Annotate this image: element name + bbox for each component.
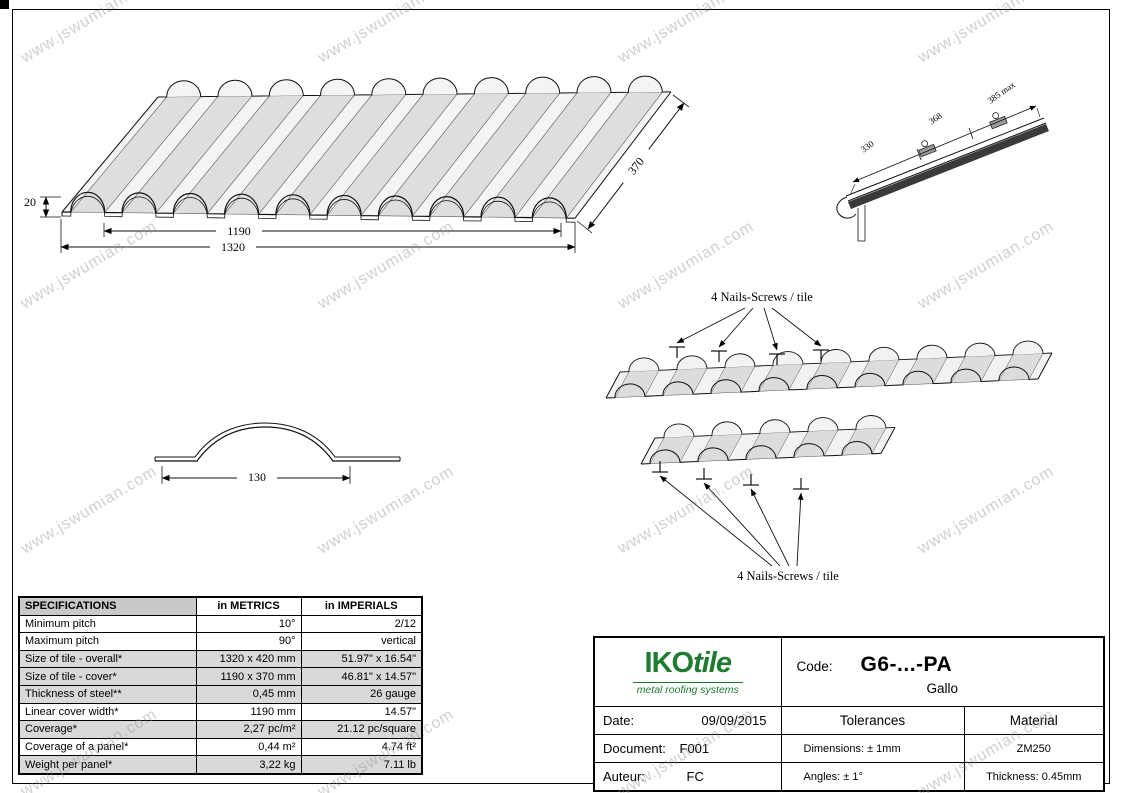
- author-cell: Auteur: FC: [593, 762, 782, 792]
- tile-profile-section-drawing: [154, 422, 401, 484]
- spec-label: Size of tile - overall*: [18, 649, 197, 669]
- spec-label: Weight per panel*: [18, 755, 197, 775]
- table-row: Maximum pitch 90° vertical: [18, 632, 423, 651]
- spec-label: Minimum pitch: [18, 614, 197, 634]
- code-cell: Code: G6-...-PA Gallo: [780, 636, 1105, 707]
- logo-tagline: metal roofing systems: [632, 681, 743, 696]
- dim-profile-width-label: 130: [248, 470, 266, 484]
- spec-col-imperials: in IMPERIALS: [300, 596, 423, 616]
- date-label: Date:: [603, 713, 635, 728]
- spec-label: Size of tile - cover*: [18, 667, 197, 686]
- spec-metric-value: 0,44 m²: [195, 737, 302, 757]
- spec-imperial-value: 21.12 pc/square: [300, 720, 423, 739]
- dim-panel-height-label: 20: [24, 195, 36, 209]
- spec-imperial-value: 14.57": [300, 702, 423, 722]
- tile-panel-isometric-drawing: [61, 75, 672, 223]
- spec-label: Maximum pitch: [18, 632, 197, 651]
- spec-imperial-value: 51.97" x 16.54": [300, 649, 423, 669]
- panel-dimension-lines: [40, 94, 690, 253]
- spec-label: Coverage of a panel*: [18, 737, 197, 757]
- spec-imperial-value: vertical: [300, 632, 423, 651]
- code-row: Code: G6-...-PA: [783, 648, 1103, 677]
- document-label: Document:: [603, 741, 666, 756]
- corner-mark: [0, 0, 9, 9]
- spec-imperial-value: 7.11 lb: [300, 755, 423, 775]
- table-row: Coverage of a panel* 0,44 m² 4.74 ft²: [18, 737, 423, 757]
- spec-metric-value: 1320 x 420 mm: [195, 649, 302, 669]
- spec-metric-value: 10°: [195, 614, 302, 634]
- code-label: Code:: [796, 659, 833, 674]
- tolerance-angles: Angles: ± 1°: [780, 762, 965, 792]
- material-value: ZM250: [963, 734, 1105, 763]
- nails-bottom-label: 4 Nails-Screws / tile: [737, 569, 839, 583]
- spec-metric-value: 3,22 kg: [195, 755, 302, 775]
- table-row: Coverage* 2,27 pc/m² 21.12 pc/square: [18, 720, 423, 739]
- nail-position-annotations: [652, 307, 829, 567]
- spec-label: Linear cover width*: [18, 702, 197, 722]
- tolerances-title: Tolerances: [780, 706, 965, 735]
- table-row: Document: F001 Dimensions: ± 1mm ZM250: [593, 734, 1105, 763]
- spec-label: Thickness of steel**: [18, 684, 197, 704]
- dim-edge-368-label: 368: [927, 110, 944, 126]
- dim-edge-385max-label: 385 max: [986, 79, 1018, 105]
- specifications-table: SPECIFICATIONS in METRICS in IMPERIALS M…: [18, 596, 423, 775]
- date-value: 09/09/2015: [701, 713, 767, 728]
- spec-imperial-value: 2/12: [300, 614, 423, 634]
- logo-iko-text: IKO: [644, 646, 695, 679]
- title-block: IKOtile metal roofing systems Code: G6-.…: [593, 636, 1105, 792]
- sheet-border: [12, 9, 1110, 784]
- author-value: FC: [686, 769, 704, 784]
- spec-imperial-value: 26 gauge: [300, 684, 423, 704]
- spec-metric-value: 2,27 pc/m²: [195, 720, 302, 739]
- table-row: Thickness of steel** 0,45 mm 26 gauge: [18, 684, 423, 704]
- eave-detail-drawing: [836, 105, 1049, 242]
- spec-metric-value: 1190 x 370 mm: [195, 667, 302, 686]
- spec-metric-value: 0,45 mm: [195, 684, 302, 704]
- table-row: Size of tile - overall* 1320 x 420 mm 51…: [18, 649, 423, 669]
- ikotile-logo: IKOtile: [596, 647, 780, 680]
- title-block-logo-row: IKOtile metal roofing systems Code: G6-.…: [593, 636, 1105, 707]
- document-cell: Document: F001: [593, 734, 782, 763]
- table-row: Auteur: FC Angles: ± 1° Thickness: 0.45m…: [593, 762, 1105, 792]
- date-cell: Date: 09/09/2015: [593, 706, 782, 735]
- spec-imperial-value: 4.74 ft²: [300, 737, 423, 757]
- code-value: G6-...-PA: [860, 653, 953, 676]
- nails-top-label: 4 Nails-Screws / tile: [711, 290, 813, 304]
- tile-overlap-drawing: [605, 340, 1053, 465]
- product-name: Gallo: [926, 681, 958, 696]
- spec-metric-value: 1190 mm: [195, 702, 302, 722]
- spec-header-row: SPECIFICATIONS in METRICS in IMPERIALS: [18, 596, 423, 616]
- dim-edge-330-label: 330: [859, 138, 876, 154]
- dim-overall-width-label: 1320: [221, 240, 245, 254]
- spec-col-metrics: in METRICS: [195, 596, 302, 616]
- table-row: Linear cover width* 1190 mm 14.57": [18, 702, 423, 722]
- dim-cover-width-label: 1190: [227, 224, 251, 238]
- logo-cell: IKOtile metal roofing systems: [593, 636, 782, 707]
- table-row: Minimum pitch 10° 2/12: [18, 614, 423, 634]
- spec-metric-value: 90°: [195, 632, 302, 651]
- table-row: Date: 09/09/2015 Tolerances Material: [593, 706, 1105, 735]
- tolerance-dimensions: Dimensions: ± 1mm: [780, 734, 965, 763]
- spec-table-title: SPECIFICATIONS: [18, 596, 197, 616]
- table-row: Weight per panel* 3,22 kg 7.11 lb: [18, 755, 423, 775]
- table-row: Size of tile - cover* 1190 x 370 mm 46.8…: [18, 667, 423, 686]
- spec-imperial-value: 46.81" x 14.57": [300, 667, 423, 686]
- spec-label: Coverage*: [18, 720, 197, 739]
- material-title: Material: [963, 706, 1105, 735]
- logo-tile-text: tile: [693, 646, 732, 679]
- document-value: F001: [679, 741, 710, 756]
- material-thickness: Thickness: 0.45mm: [963, 762, 1105, 792]
- author-label: Auteur:: [603, 769, 645, 784]
